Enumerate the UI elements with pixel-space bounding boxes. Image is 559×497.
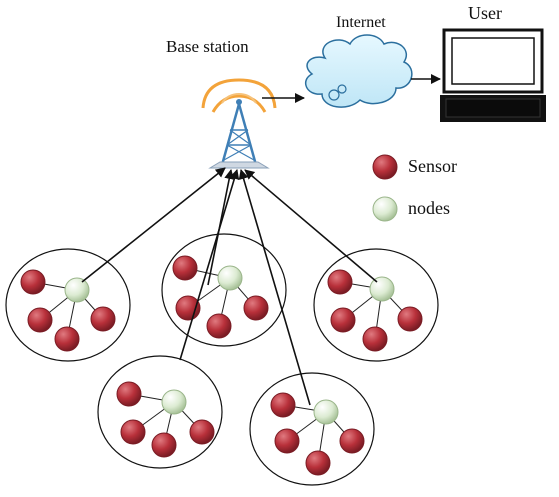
sensor-node [120,419,146,445]
legend [372,154,398,222]
base-station-tower-icon [201,78,277,169]
sensor-node [189,419,215,445]
cluster-boundary [161,233,287,347]
sensor-node [339,428,365,454]
sensor-node [362,326,388,352]
sensor-node [274,428,300,454]
user-label: User [468,3,502,23]
sensor-node [243,295,269,321]
sensor-node [327,269,353,295]
internet-cloud-icon [304,34,413,108]
cluster-boundary [97,355,223,469]
sensor-node [116,381,142,407]
user-laptop-icon [440,28,546,122]
sensor-cluster [249,372,375,486]
uplink-arrow [238,169,311,406]
sink-node [369,276,395,302]
sensor-node [90,306,116,332]
sensor-node [397,306,423,332]
clusters-layer [5,233,439,486]
uplink-arrow [244,169,378,283]
sink-node [64,277,90,303]
sensor-node [54,326,80,352]
sink-node [313,399,339,425]
sensor-node [151,432,177,458]
sensor-node [20,269,46,295]
uplinks-layer [81,167,378,406]
sink-node [217,265,243,291]
legend-nodes-marker [372,196,398,222]
sensor-node [172,255,198,281]
sink-node [161,389,187,415]
sensor-cluster [97,355,223,469]
legend-sensor-marker [372,154,398,180]
sensor-node [305,450,331,476]
uplink-arrow [179,169,240,361]
sensor-node [270,392,296,418]
sensor-node [27,307,53,333]
cluster-boundary [313,248,439,362]
sensor-node [206,313,232,339]
sensor-node [330,307,356,333]
sensor-cluster [5,248,131,362]
cluster-boundary [249,372,375,486]
sensor-cluster [161,233,287,347]
internet-label: Internet [336,14,386,31]
legend-nodes-label: nodes [408,198,450,218]
uplink-arrow [81,167,226,283]
base-station-label: Base station [166,37,249,56]
sensor-cluster [313,248,439,362]
cluster-boundary [5,248,131,362]
legend-sensor-label: Sensor [408,156,457,176]
